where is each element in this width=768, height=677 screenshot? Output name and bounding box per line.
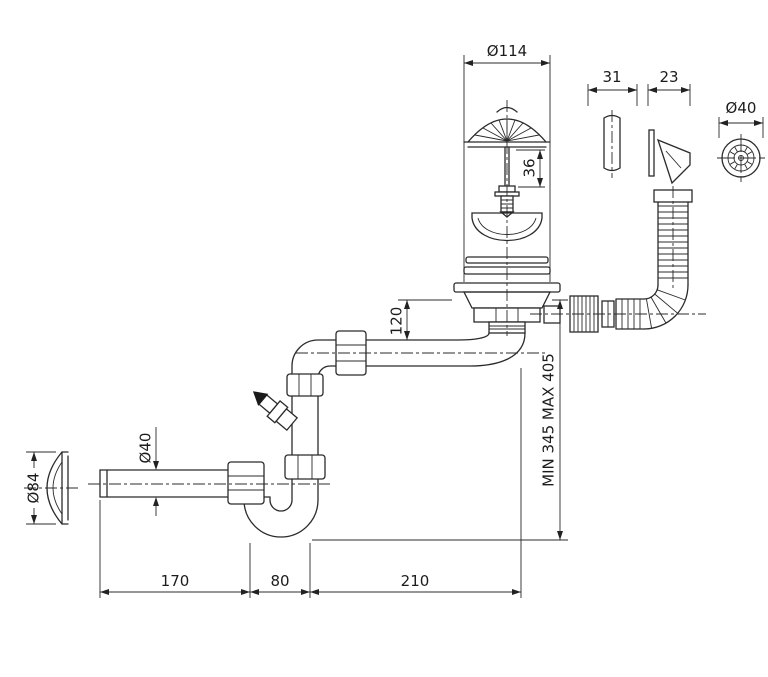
ext-lines xyxy=(463,55,551,282)
arrows xyxy=(648,87,690,93)
dim-installed-height: MIN 345 MAX 405 xyxy=(312,299,568,541)
extension-tube xyxy=(603,114,621,172)
inlet-pipe-nut-facets xyxy=(297,455,313,479)
arrows xyxy=(719,120,763,126)
dim-wall-cap-diameter: Ø84 xyxy=(25,451,56,525)
trap-union-nut-facets xyxy=(228,475,264,491)
tube-offset-label: 31 xyxy=(602,68,621,86)
hose-vertical-walls xyxy=(657,201,689,286)
outlet-pipe-end xyxy=(99,469,108,498)
dim-screw-length: 36 xyxy=(516,149,545,188)
dim-tube-offset: 31 xyxy=(587,68,638,106)
dim-hose-end-diameter: Ø40 xyxy=(718,99,764,138)
pipe-outer-contour xyxy=(99,332,526,538)
arrows xyxy=(100,589,521,595)
arrows xyxy=(464,60,550,66)
dishwasher-branch xyxy=(252,391,299,432)
ext-lines xyxy=(647,84,691,106)
end-view-crosshair xyxy=(717,134,765,182)
centerlines xyxy=(24,100,765,489)
trap-pipework xyxy=(99,330,526,538)
flexible-hose xyxy=(569,189,693,333)
wall-cap-diameter-label: Ø84 xyxy=(25,473,43,504)
ext-lines xyxy=(99,368,522,598)
trap-union-nut xyxy=(227,461,265,505)
basket-bowl xyxy=(471,212,543,242)
arrows xyxy=(537,150,543,187)
installed-height-label: MIN 345 MAX 405 xyxy=(540,353,558,487)
arrows xyxy=(153,461,159,506)
hose-end-diameter-label: Ø40 xyxy=(726,99,757,117)
elbow-nut-facets xyxy=(298,374,312,396)
pipe-inner-contour xyxy=(99,332,490,512)
cone-gasket-line xyxy=(665,150,682,169)
upper-pipe-nut-facets xyxy=(336,344,366,362)
outlet-length-label: 170 xyxy=(161,572,190,590)
drain-body xyxy=(462,291,552,309)
ext-lines xyxy=(26,451,56,525)
cone-gasket xyxy=(656,138,691,185)
dim-pipe-diameter: Ø40 xyxy=(137,427,159,516)
dim-strainer-diameter: Ø114 xyxy=(463,42,551,282)
flat-washer xyxy=(648,129,655,177)
arrows xyxy=(31,452,37,524)
ext-lines xyxy=(587,84,638,106)
end-view-knurl xyxy=(728,145,754,171)
loose-parts xyxy=(603,114,691,185)
inlet-offset-label: 210 xyxy=(401,572,430,590)
dim-footprint: 170 80 210 xyxy=(99,368,522,598)
ext-lines xyxy=(718,117,764,138)
cone-offset-label: 23 xyxy=(659,68,678,86)
inlet-pipe-nut xyxy=(284,454,326,480)
arrows xyxy=(404,300,410,340)
inlet-drop-label: 120 xyxy=(388,307,406,336)
elbow-nut xyxy=(286,373,324,397)
dim-cone-offset: 23 xyxy=(647,68,691,106)
strainer-diameter-label: Ø114 xyxy=(487,42,527,60)
trap-width-label: 80 xyxy=(270,572,289,590)
dim-inlet-drop: 120 xyxy=(388,299,452,340)
drain-nut-facets xyxy=(495,308,519,322)
screw-length-label: 36 xyxy=(521,158,539,177)
branch-plug xyxy=(252,391,269,406)
hose-bend-ribs xyxy=(645,289,686,329)
pipe-diameter-label: Ø40 xyxy=(137,433,155,464)
